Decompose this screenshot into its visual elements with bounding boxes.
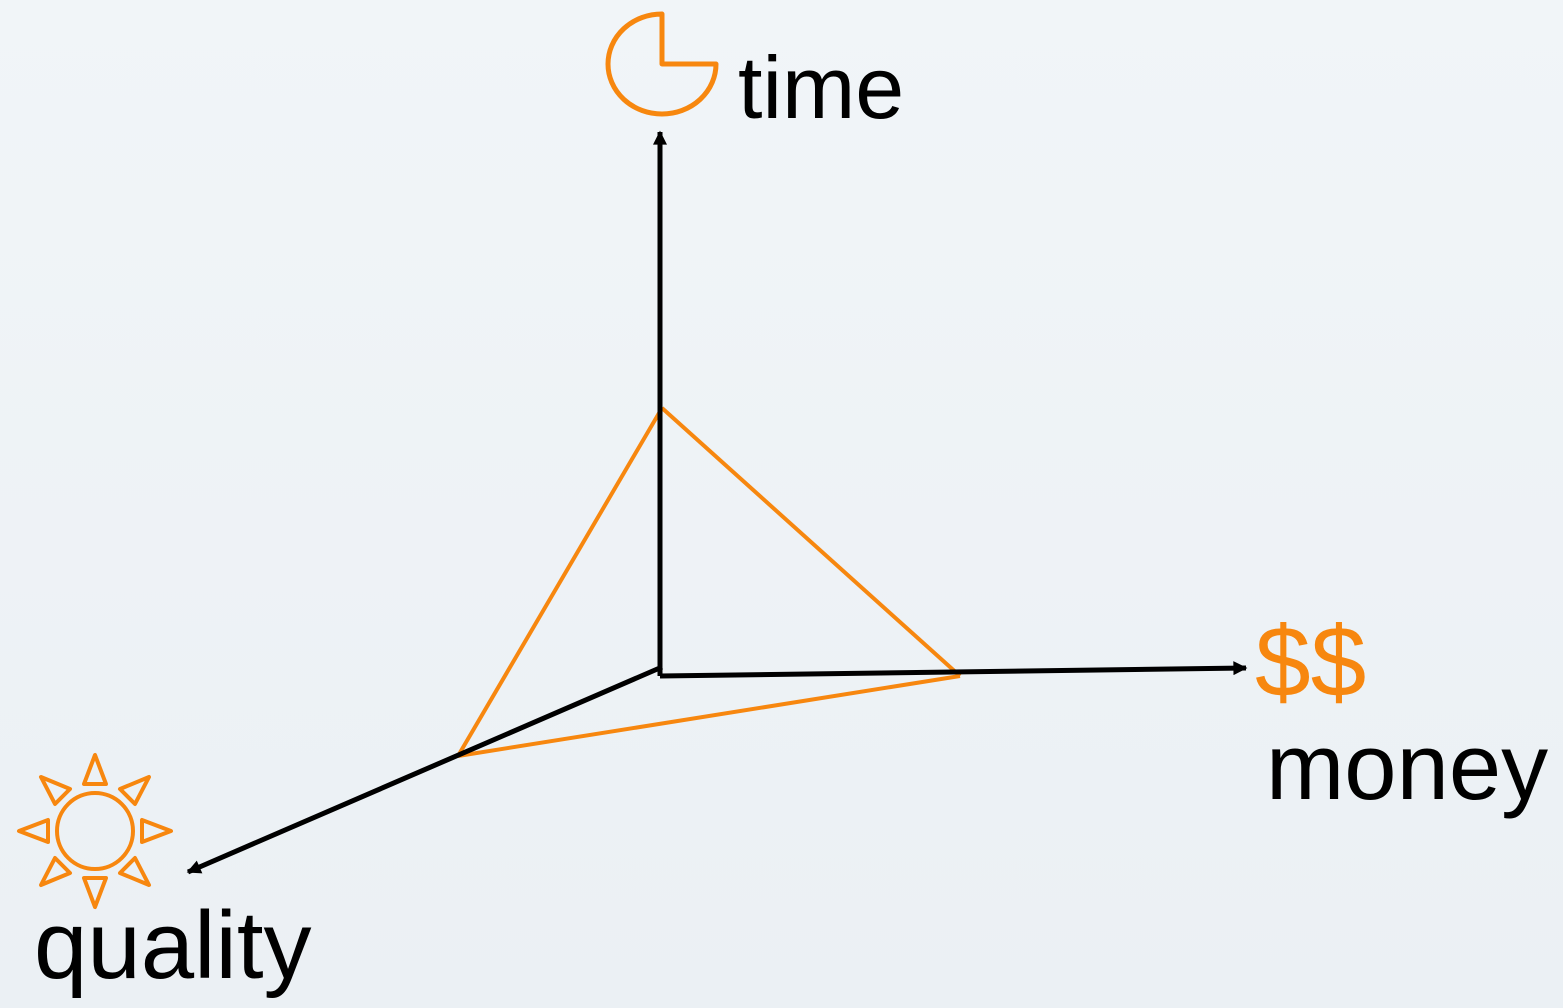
axes [186, 130, 1248, 875]
triangle-edge-quality-money [457, 674, 961, 758]
sun-ray-top-right [118, 775, 151, 806]
money-axis [659, 661, 1248, 679]
clock-icon [605, 11, 719, 117]
sun-ray-left [17, 818, 50, 844]
quality-axis [186, 664, 663, 875]
money-label: money [1266, 714, 1549, 819]
triangle-edge-time-money [660, 406, 962, 678]
sun-ray-bottom-left [39, 856, 72, 887]
tradeoff-triangle [456, 406, 962, 758]
sun-icon [17, 753, 173, 909]
sun-disc [55, 791, 135, 871]
quality-label: quality [34, 892, 312, 999]
sun-ray-top [82, 753, 108, 786]
triangle-edge-time-quality [456, 406, 664, 758]
money-symbol: $$ [1255, 606, 1367, 718]
sun-ray-top-left [39, 775, 72, 806]
sun-ray-bottom-right [118, 856, 151, 887]
time-label: time [738, 38, 905, 137]
sun-ray-bottom [82, 876, 108, 909]
sun-ray-right [140, 818, 173, 844]
